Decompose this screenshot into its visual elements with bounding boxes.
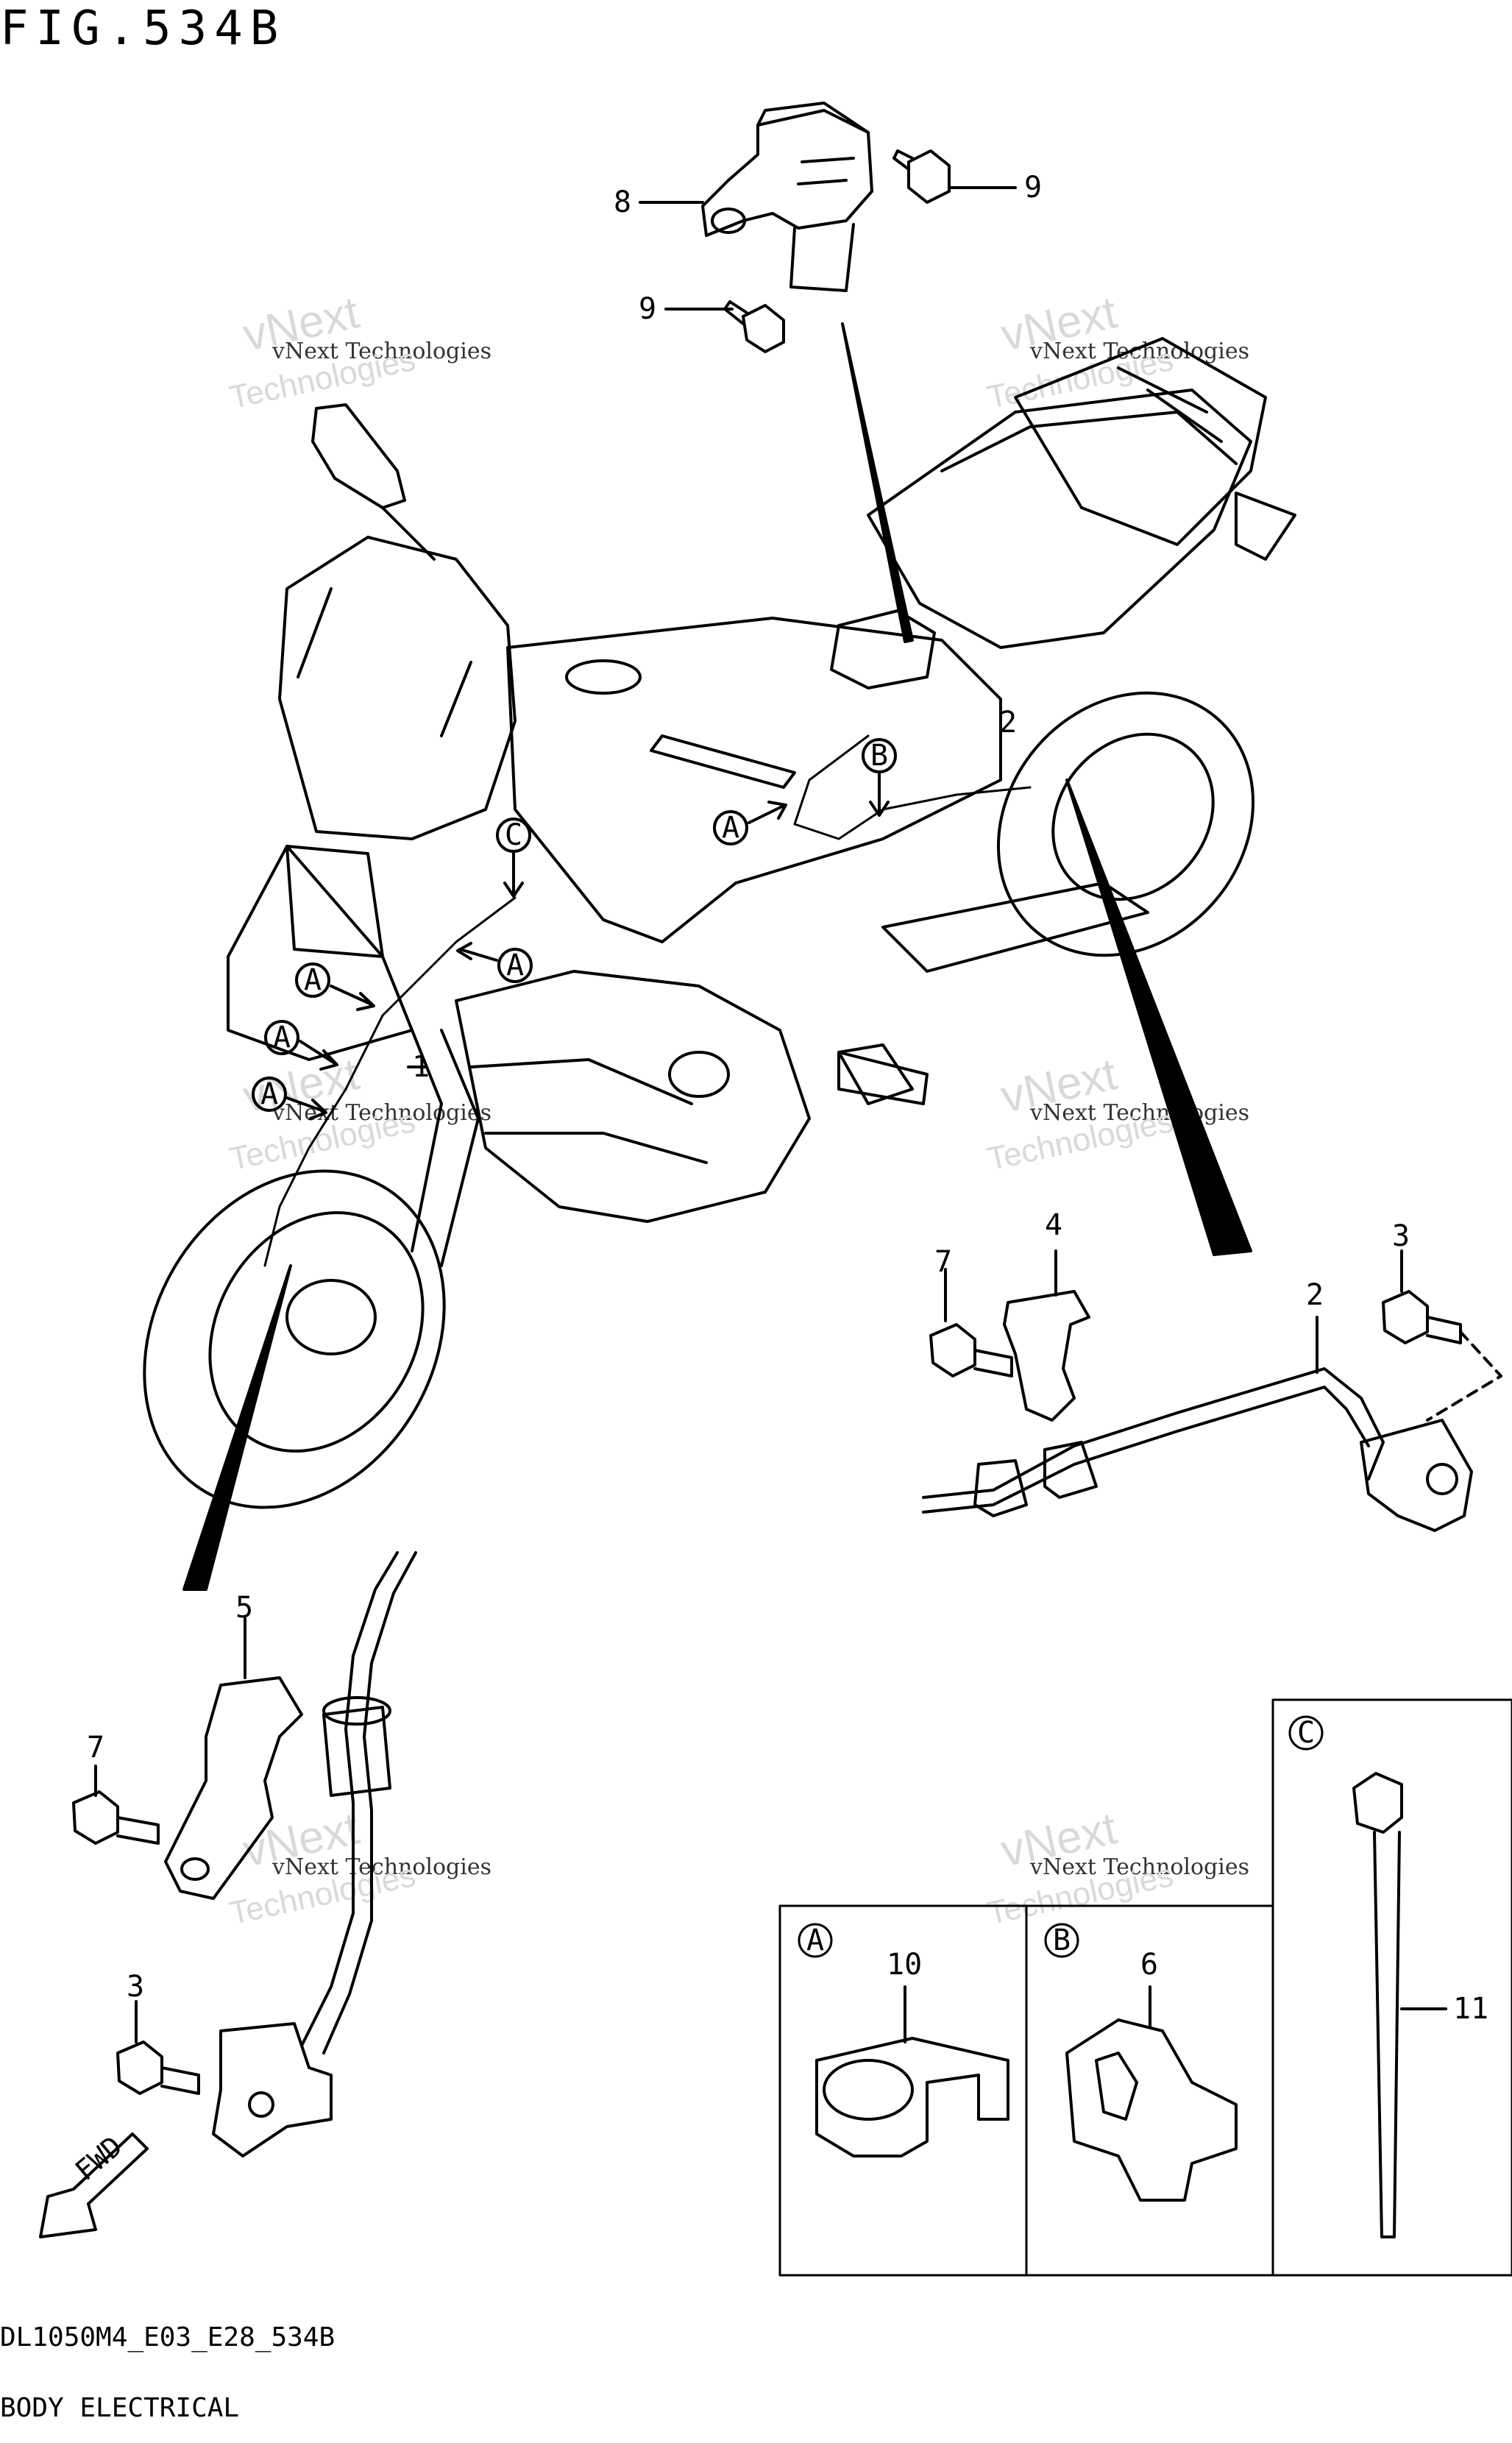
fwd-direction-arrow [39,2132,149,2238]
part-ref-8: 8 [614,185,632,219]
motorcycle-illustration [143,337,1296,1509]
part-ref-10: 10 [887,1948,923,1982]
legend-a-label: A [806,1923,825,1957]
callout-a-label: A [304,963,322,997]
rear-wheel-speed-sensor-assembly [922,1290,1502,1532]
legend-boxes [778,1698,1512,2277]
section-title: BODY ELECTRICAL [0,2393,240,2423]
callout-c-label: C [505,818,523,852]
callout-markers [252,738,897,1120]
clamp-part-6 [1065,1985,1238,2202]
part-ref-9: 9 [1024,171,1043,205]
part-ref-2: 2 [999,706,1018,740]
part-ref-5: 5 [235,1591,254,1625]
part-ref-4: 4 [1045,1208,1063,1242]
part-ref-7: 7 [87,1731,105,1765]
part-ref-9: 9 [639,292,657,326]
part-ref-7: 7 [934,1245,953,1279]
legend-c-label: C [1297,1716,1316,1750]
callout-a-label: A [260,1077,279,1111]
legend-b-label: B [1053,1923,1071,1957]
callout-a-label: A [722,811,740,845]
part-ref-11: 11 [1453,1992,1489,2026]
clamp-part-10 [815,1985,1009,2157]
part-ref-1: 1 [412,1050,430,1084]
callout-a-label: A [506,949,525,982]
part-ref-3: 3 [127,1970,145,2004]
bolt-part-9 [892,149,951,204]
cable-tie-part-11 [1352,1772,1447,2238]
callout-a-label: A [273,1021,291,1054]
sensor-part-8 [701,102,873,292]
callout-b-label: B [870,739,889,773]
part-ref-6: 6 [1140,1948,1159,1982]
part-ref-2: 2 [1306,1278,1324,1312]
figure-title: FIG.534B [0,1,286,56]
front-wheel-speed-sensor-assembly [72,1551,417,2157]
part-ref-3: 3 [1392,1219,1410,1253]
bolt-part-9 [723,300,785,353]
diagram-code: DL1050M4_E03_E28_534B [0,2322,336,2352]
